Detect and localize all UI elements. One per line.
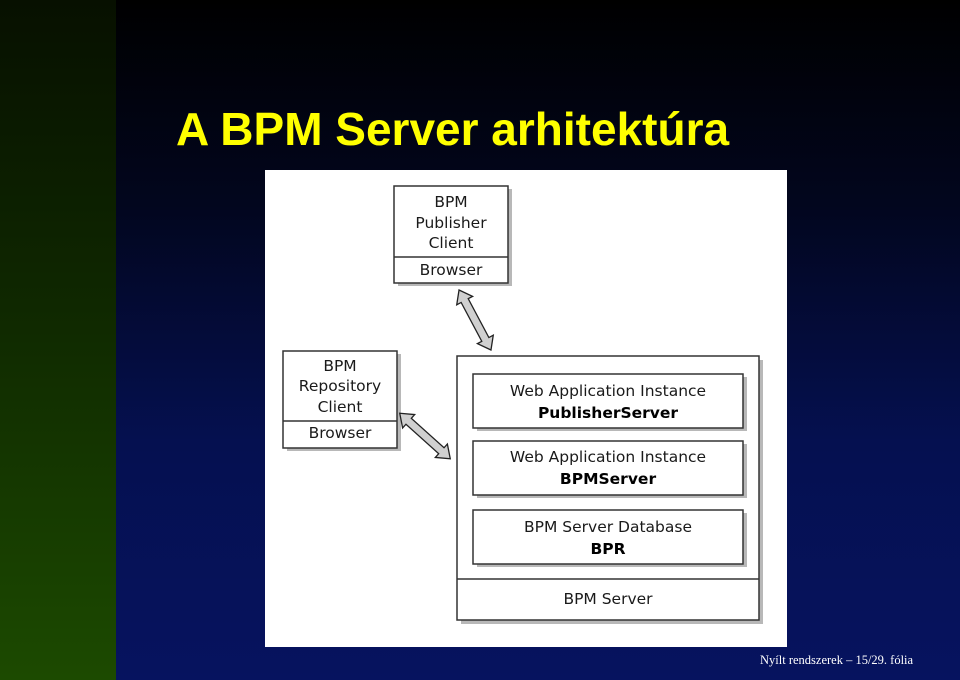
publisher-client-line-2: Publisher	[415, 214, 487, 232]
diagram-canvas: BPM Publisher Client Browser BPM Reposit…	[282, 185, 763, 624]
left-sidebar-band	[0, 0, 116, 680]
database-line1: BPM Server Database	[524, 518, 692, 536]
repository-client-line-2: Repository	[299, 377, 381, 395]
slide-title: A BPM Server arhitektúra	[176, 103, 730, 155]
repository-connection-arrow	[398, 412, 452, 460]
bpm-server-box: BPM Server Web Application Instance Publ…	[456, 355, 763, 624]
repository-client-line-3: Client	[318, 398, 363, 416]
instance2-line2: BPMServer	[560, 470, 657, 488]
publisher-connection-arrow	[455, 289, 495, 351]
repository-client-line-1: BPM	[323, 357, 356, 375]
instance1-line1: Web Application Instance	[510, 382, 706, 400]
instance2-line1: Web Application Instance	[510, 448, 706, 466]
publisher-client-line-3: Client	[429, 234, 474, 252]
publisher-browser-label: Browser	[420, 261, 483, 279]
instance1-line2: PublisherServer	[538, 404, 678, 422]
slide-footer: Nyílt rendszerek – 15/29. fólia	[760, 653, 914, 667]
publisher-client-line-1: BPM	[434, 193, 467, 211]
repository-client-box: BPM Repository Client Browser	[282, 350, 401, 451]
repository-browser-label: Browser	[309, 424, 372, 442]
architecture-diagram: BPM Publisher Client Browser BPM Reposit…	[265, 170, 787, 647]
publisher-client-box: BPM Publisher Client Browser	[393, 185, 512, 286]
bpm-server-label: BPM Server	[563, 590, 653, 608]
database-line2: BPR	[590, 540, 625, 558]
